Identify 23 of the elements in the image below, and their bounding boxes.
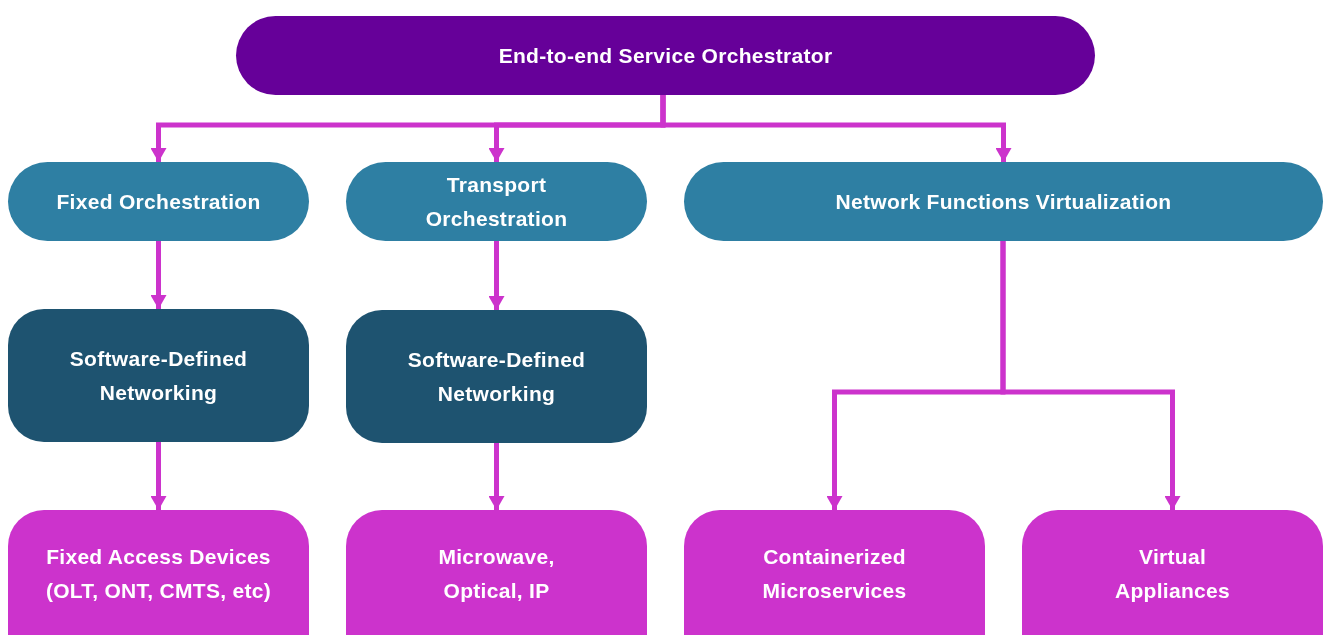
process-box [1022,510,1323,635]
connector-arrow [150,442,167,510]
process-box [8,510,309,635]
node-label: Fixed Orchestration [56,188,261,215]
process-box [346,510,647,635]
process-box [684,510,985,635]
connector-arrow [660,95,1012,162]
process-box [684,162,1323,241]
connector-arrow [488,443,505,510]
node-label: Software-Defined Networking [68,345,249,406]
node-label: Fixed Access Devices (OLT, ONT, CMTS, etc) [44,544,273,604]
node-label: Transport Orchestration [424,171,569,232]
connector-arrow [1000,241,1181,510]
node-label: Microwave, Optical, IP [437,544,556,604]
process-box [8,309,309,442]
node-label: Software-Defined Networking [406,346,587,407]
node-label: Containerized Microservices [761,544,908,604]
connector-arrow [488,241,505,310]
process-box [346,310,647,443]
connector-arrow [150,241,167,309]
node-label: Virtual Appliances [1113,544,1231,604]
node-label: End-to-end Service Orchestrator [498,42,833,69]
node-label: Network Functions Virtualization [835,188,1172,215]
